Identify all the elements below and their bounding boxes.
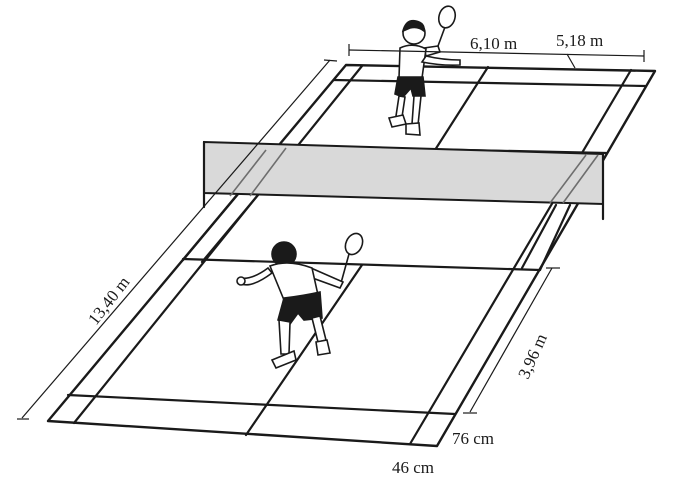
net-overlay-line	[249, 147, 287, 197]
outer-sideline-left-mid	[181, 193, 239, 262]
near-player-shoe-right	[315, 339, 331, 356]
net	[202, 140, 605, 221]
near-player	[236, 232, 364, 370]
net-overlay-line	[562, 154, 599, 204]
far-centre-line	[433, 65, 490, 152]
outer-sideline-left-mid	[200, 193, 260, 264]
singles-dimension-leader	[566, 53, 576, 69]
outer-sideline-right-mid	[538, 203, 572, 272]
label-court-width: 6,10 m	[470, 34, 517, 53]
court-outer-boundary	[46, 63, 657, 448]
court-lines	[46, 63, 657, 448]
net-mesh	[203, 140, 604, 206]
dimension-labels: 6,10 m 5,18 m 13,40 m 3,96 m 76 cm 46 cm	[84, 31, 603, 477]
court-lines-mid	[181, 193, 572, 272]
label-singles-width: 5,18 m	[556, 31, 603, 50]
racket-handle	[437, 26, 446, 47]
label-side-alley: 46 cm	[392, 458, 434, 477]
racket-icon	[344, 232, 364, 256]
near-player-shoe-left	[270, 349, 297, 370]
label-court-length: 13,40 m	[84, 273, 133, 329]
singles-sideline-right	[408, 68, 633, 446]
far-player-arm	[420, 55, 461, 66]
far-player	[387, 5, 461, 136]
near-player-leg-left	[278, 319, 291, 355]
racket-handle	[340, 253, 350, 284]
label-service-depth: 3,96 m	[514, 331, 551, 382]
racket-icon	[437, 5, 457, 29]
far-player-shoe-right	[405, 122, 421, 136]
far-player-shirt	[398, 44, 427, 79]
far-long-service-line	[332, 78, 647, 88]
width-dimension-line	[348, 49, 645, 57]
far-player-leg-right	[411, 95, 422, 126]
near-player-shorts	[277, 291, 323, 325]
near-centre-line	[244, 263, 364, 437]
length-dimension-tick	[323, 59, 338, 62]
outer-sideline-right-mid	[520, 203, 558, 270]
far-player-shorts	[394, 76, 426, 98]
near-player-hand	[236, 276, 246, 286]
far-player-leg-left	[395, 95, 406, 118]
far-player-shoe-left	[387, 114, 408, 128]
dimension-lines	[17, 44, 645, 420]
service-depth-dimension-line	[469, 267, 553, 413]
far-player-hair	[401, 19, 425, 33]
net-overlay-line	[549, 154, 587, 204]
net-overlay-line	[229, 149, 267, 197]
near-long-service-line	[66, 393, 457, 416]
length-dimension-line	[21, 59, 331, 419]
label-long-service: 76 cm	[452, 429, 494, 448]
